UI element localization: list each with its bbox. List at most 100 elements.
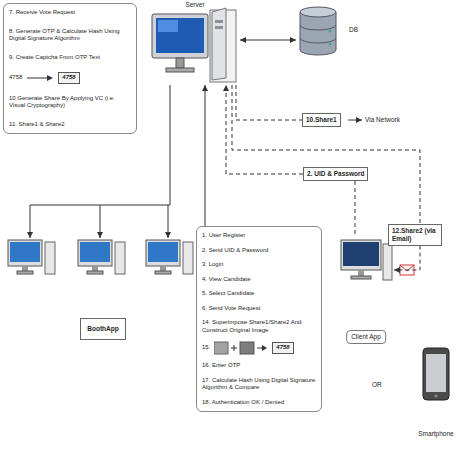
booth-computer (8, 240, 55, 274)
captcha-arrow (26, 74, 54, 82)
step-row: 7. Receive Vote Request (9, 9, 131, 17)
smartphone-icon (423, 348, 449, 400)
step-row: 2. Send UID & Password (202, 247, 316, 255)
step-row: 47584758 (9, 72, 131, 84)
booth-computer (115, 242, 125, 274)
step-text: 15. (202, 344, 210, 352)
step-row: 18. Authentication OK / Denied (202, 399, 316, 407)
server-computer (215, 20, 223, 23)
node-label: Server (150, 1, 240, 9)
booth-computer (8, 240, 42, 266)
step-row: 17. Calculate Hash Using Digital Signatu… (202, 377, 316, 392)
connector (232, 85, 420, 224)
booth-computer (10, 242, 40, 262)
node-label: Smartphone (412, 430, 460, 438)
node-label: DB (349, 26, 358, 34)
result-arrow (262, 345, 267, 351)
message-box: 10.Share1 (302, 113, 341, 127)
database-cylinder (300, 7, 336, 55)
smartphone-icon (423, 348, 449, 400)
server-node: Server (150, 0, 240, 85)
step-text: 8. Generate OTP & Calculate Hash Using D… (9, 28, 131, 43)
step-row: 11. Share1 & Share2 (9, 121, 131, 129)
booth-wires (168, 205, 169, 238)
step-text: 4. View Candidate (202, 276, 251, 284)
step-text: 6. Send Vote Request (202, 305, 260, 313)
database-cylinder (329, 30, 332, 33)
database-cylinder (300, 25, 336, 43)
booth-computer (160, 266, 166, 271)
client-computer (341, 240, 392, 280)
booth-computer (87, 271, 103, 274)
box-label: 12.Share2 (via Email) (392, 227, 438, 243)
step-row: 8. Generate OTP & Calculate Hash Using D… (9, 28, 131, 43)
step-text: 18. Authentication OK / Denied (202, 399, 284, 407)
booth-computer (146, 240, 193, 274)
app-box: BoothApp (80, 318, 126, 340)
booth-computer (45, 242, 55, 274)
server-computer (212, 8, 226, 80)
box-label: 10.Share1 (306, 116, 337, 124)
captcha-arrow (47, 75, 53, 81)
step-text: 1. User Register (202, 232, 245, 240)
step-row: 6. Send Vote Request (202, 305, 316, 313)
share-images (214, 341, 268, 355)
box-label: BoothApp (87, 325, 118, 333)
step-row: 9. Create Captcha From OTP Text (9, 54, 131, 62)
booth-computer (148, 242, 178, 262)
server-computer (158, 20, 178, 32)
captcha-text: 4758 (58, 72, 79, 84)
note-label: Via Network (365, 116, 400, 123)
step-text: 5. Select Candidate (202, 290, 254, 298)
database-cylinder (300, 7, 336, 17)
node-label: Client App (346, 330, 386, 344)
step-text: 17. Calculate Hash Using Digital Signatu… (202, 377, 316, 392)
step-text: 10 Generate Share By Applying VC (i.e. V… (9, 95, 131, 110)
step-text: 9. Create Captcha From OTP Text (9, 54, 100, 62)
server-computer (215, 26, 223, 29)
booth-computer (22, 266, 28, 271)
share-image (214, 342, 228, 354)
booth-wires (30, 205, 31, 238)
booth-computer (92, 266, 98, 271)
smartphone-icon (434, 394, 437, 397)
server-computer (166, 68, 194, 72)
message-box: 12.Share2 (via Email) (388, 224, 442, 246)
step-row: 4. View Candidate (202, 276, 316, 284)
client-computer (351, 276, 371, 279)
client-computer (341, 240, 381, 270)
step-row: 1. User Register (202, 232, 316, 240)
step-text: 3. Login (202, 261, 223, 269)
smartphone-icon (426, 354, 446, 392)
step-row: 15. 4758 (202, 341, 316, 355)
connector (240, 40, 296, 41)
step-text: 7. Receive Vote Request (9, 9, 75, 17)
booth-computer (80, 242, 110, 262)
message-box: 2. UID & Password (303, 167, 368, 181)
step-row: 5. Select Candidate (202, 290, 316, 298)
step-text: 11. Share1 & Share2 (9, 121, 65, 129)
plus-sign (231, 345, 237, 351)
network-arrow (348, 120, 362, 121)
process-steps-box: 1. User Register 2. Send UID & Password 3.… (196, 226, 322, 412)
connector (226, 85, 303, 174)
connector (355, 181, 356, 234)
booth-wires (100, 205, 101, 238)
step-text: 16. Enter OTP (202, 362, 240, 370)
process-steps-box: 7. Receive Vote Request 8. Generate OTP &… (3, 3, 137, 134)
server-computer (152, 14, 208, 58)
step-row: 3. Login (202, 261, 316, 269)
captcha-text: 4758 (272, 342, 293, 354)
booth-computer (17, 271, 33, 274)
step-row: 16. Enter OTP (202, 362, 316, 370)
step-text: 14. Superimpose Share1/Share2 And Constr… (202, 319, 316, 334)
booth-computer (78, 240, 112, 266)
server-computer (156, 18, 204, 53)
step-row: 14. Superimpose Share1/Share2 And Constr… (202, 319, 316, 334)
share-image (240, 342, 254, 354)
connector (236, 85, 302, 120)
database-cylinder (329, 43, 332, 46)
connector (205, 85, 206, 226)
smartphone-node: Smartphone (412, 344, 460, 440)
